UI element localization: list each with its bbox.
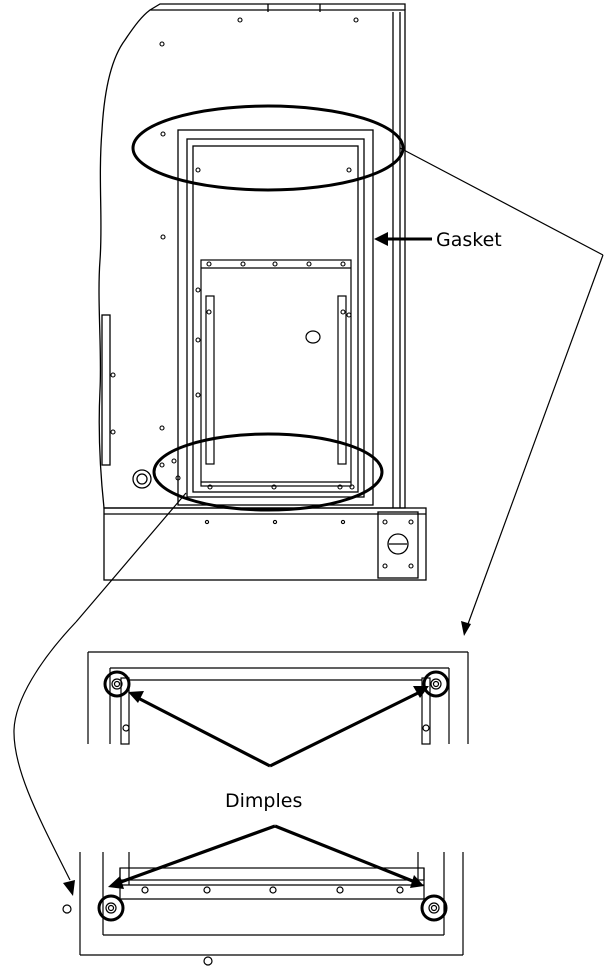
dimples-arrowheads (108, 686, 429, 889)
top-callout-ellipse (131, 104, 405, 192)
bottom-detail-view (62, 852, 464, 966)
gasket-arrow (374, 232, 432, 246)
dimples-arrows (117, 690, 421, 885)
cabinet-panel (98, 3, 427, 581)
top-dimple-highlights (103, 670, 450, 698)
bottom-detail-arrowhead (63, 880, 75, 896)
bottom-left-dimple (97, 894, 125, 922)
bottom-dimple-highlights (97, 894, 448, 922)
top-detail-view (87, 651, 469, 745)
screw-holes (110, 17, 414, 569)
top-right-dimple (422, 670, 450, 698)
bottom-right-dimple (420, 894, 448, 922)
gasket-label: Gasket (436, 229, 502, 251)
callout-ellipses (131, 104, 405, 512)
dimples-label: Dimples (225, 790, 302, 812)
top-detail-arrowhead (461, 621, 471, 636)
gasket-frame (177, 129, 374, 506)
inner-window (200, 259, 352, 487)
bottom-callout-ellipse (152, 432, 384, 512)
top-left-dimple (103, 670, 131, 698)
leader-lines (13, 147, 604, 881)
